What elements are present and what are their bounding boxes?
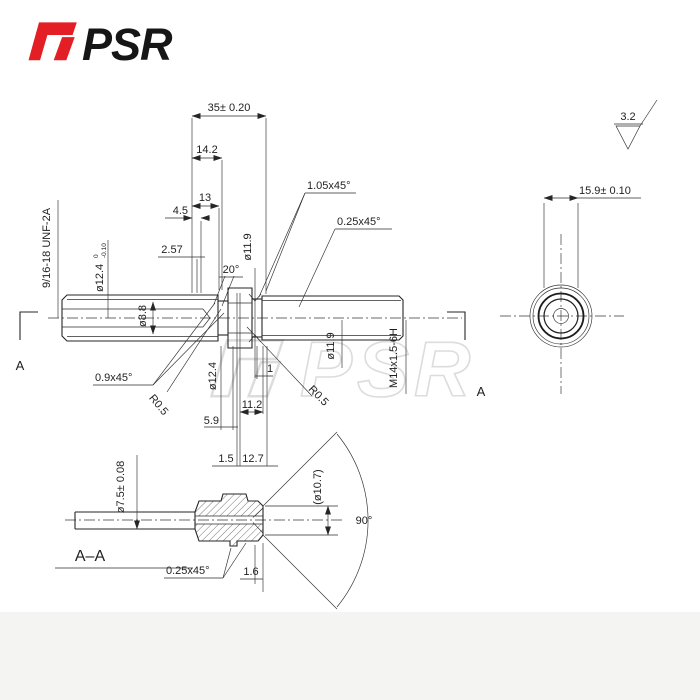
dim-4-5: 4.5 xyxy=(173,205,188,217)
dim-dia-12-4-tol: ø12.4 xyxy=(94,264,106,292)
dim-14-2: 14.2 xyxy=(196,144,217,156)
section-marker-a-right: A xyxy=(477,384,486,399)
dim-2-57: 2.57 xyxy=(161,244,182,256)
surface-finish-symbol: 3.2 xyxy=(614,99,658,150)
surface-roughness-value: 3.2 xyxy=(620,111,635,123)
dim-dia-11-9-top: ø11.9 xyxy=(242,233,254,260)
dim-dia-12-4-tol-upper: 0 xyxy=(93,254,100,258)
section-marker-a-left: A xyxy=(16,358,25,373)
dim-12-7: 12.7 xyxy=(242,453,263,465)
dim-chamfer-0-25-section: 0.25x45° xyxy=(166,565,210,577)
section-hatch-top xyxy=(195,494,263,516)
thread-callout-right: M14x1.5-6H xyxy=(388,328,400,388)
dim-5-9: 5.9 xyxy=(204,415,219,427)
psr-logo: PSR xyxy=(28,19,174,70)
main-view-right-callouts: ø11.9 M14x1.5-6H xyxy=(325,320,407,394)
dim-dia-7-5: ø7.5± 0.08 xyxy=(115,461,127,514)
dim-angle-90: 90° xyxy=(356,515,373,527)
dim-dia-8-8: ø8.8 xyxy=(137,305,149,327)
dim-11-2: 11.2 xyxy=(242,399,263,411)
sheet-lower-band xyxy=(0,612,700,700)
dim-overall-length: 35± 0.20 xyxy=(208,102,251,114)
dim-dia-12-4-tol-lower: -0.10 xyxy=(101,243,108,258)
dim-chamfer-0-9: 0.9x45° xyxy=(95,372,132,384)
dim-chamfer-0-25-top: 0.25x45° xyxy=(337,216,381,228)
dim-1-5: 1.5 xyxy=(218,453,233,465)
dim-dia-11-9-right: ø11.9 xyxy=(325,332,337,359)
end-view-circles xyxy=(529,284,593,348)
main-view: A A 35± 0.20 14.2 13 4.5 2.57 20 xyxy=(16,102,486,467)
section-title: A–A xyxy=(75,548,106,565)
dim-1: 1 xyxy=(267,363,273,375)
section-cut-marks: A A xyxy=(16,311,486,399)
main-view-top-dimensions: 35± 0.20 14.2 13 4.5 2.57 20° ø11.9 1.0 xyxy=(158,102,392,378)
dim-dia-10-7: (ø10.7) xyxy=(312,469,324,504)
dim-15-9: 15.9± 0.10 xyxy=(579,185,631,197)
dim-angle-20: 20° xyxy=(223,264,240,276)
watermark-text: PSR xyxy=(300,325,475,413)
dim-chamfer-1-05: 1.05x45° xyxy=(307,180,351,192)
flare-cone: 90° xyxy=(262,431,373,610)
dim-1-6: 1.6 xyxy=(243,566,258,578)
section-title-group: A–A xyxy=(55,548,193,569)
end-view: 15.9± 0.10 xyxy=(500,185,641,394)
logo-text: PSR xyxy=(82,19,173,70)
dim-dia-12-4-bottom: ø12.4 xyxy=(207,362,219,390)
end-view-dimension: 15.9± 0.10 xyxy=(543,185,641,288)
section-view: 90° ø7.5± 0.08 (ø10.7) 0.25x45° 1.6 A–A xyxy=(55,431,373,610)
thread-callout-left: 9/16-18 UNF-2A xyxy=(41,207,53,288)
watermark: PSR xyxy=(210,324,475,414)
dim-13: 13 xyxy=(199,192,211,204)
